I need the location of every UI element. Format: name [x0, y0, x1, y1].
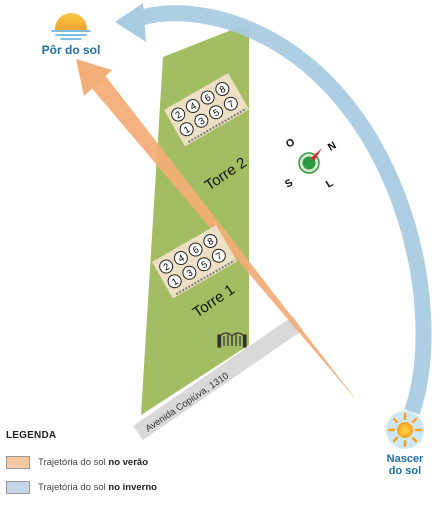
unit-label: 5 — [212, 107, 222, 119]
sunrise-label-line1: Nascer — [387, 453, 424, 465]
unit-label: 2 — [174, 109, 184, 121]
legend-text-winter: Trajetória do sol no inverno — [38, 481, 157, 493]
unit-label: 2 — [162, 261, 172, 273]
legend-item-summer: Trajetória do sol no verão — [6, 455, 226, 469]
tower-2-unit-row-bottom: 1 3 5 7 — [179, 96, 238, 137]
legend-swatch-summer — [6, 455, 30, 469]
compass-north: N — [326, 139, 339, 153]
compass-dial — [302, 156, 316, 170]
compass-west: O — [284, 136, 297, 150]
winter-arrow-head — [115, 3, 146, 42]
winter-sun-path — [137, 5, 432, 415]
legend-title: LEGENDA — [6, 430, 57, 441]
unit-label: 7 — [214, 251, 224, 263]
tower-1-unit-row-top: 2 4 6 8 — [159, 234, 218, 274]
summer-arrow-head — [76, 59, 112, 96]
compass-needle — [311, 148, 322, 161]
unit-label: 8 — [206, 236, 216, 248]
unit-label: 4 — [176, 253, 186, 265]
tower-1-unit-row-bottom: 1 3 5 7 — [167, 248, 226, 289]
legend-item-winter: Trajetória do sol no inverno — [6, 480, 226, 494]
sunrise-label-line2: do sol — [389, 465, 421, 477]
gate-icon — [217, 332, 247, 348]
unit-label: 8 — [218, 84, 228, 96]
unit-label: 4 — [188, 101, 198, 113]
compass-south: S — [283, 177, 295, 191]
street — [133, 316, 303, 440]
legend-swatch-winter — [6, 480, 30, 494]
unit-label: 7 — [226, 99, 236, 111]
legend: LEGENDA Trajetória do sol no verão Traje… — [6, 430, 226, 505]
tower-2: 2 4 6 8 1 3 5 7 — [164, 73, 250, 147]
compass-rose: N O L S — [283, 136, 339, 190]
unit-label: 5 — [200, 259, 210, 271]
unit-label: 6 — [203, 92, 213, 104]
unit-label: 3 — [197, 116, 207, 128]
tower-2-unit-row-top: 2 4 6 8 — [171, 82, 230, 122]
sunset-icon — [51, 13, 91, 40]
tower-1: 2 4 6 8 1 3 5 7 — [152, 225, 238, 299]
compass-east: L — [324, 177, 336, 191]
unit-label: 1 — [170, 276, 180, 288]
unit-label: 3 — [185, 268, 195, 280]
sunset-label: Pôr do sol — [42, 43, 101, 57]
sun-icon — [386, 411, 424, 449]
unit-label: 6 — [191, 244, 201, 256]
legend-text-summer: Trajetória do sol no verão — [38, 456, 149, 468]
unit-label: 1 — [182, 124, 192, 136]
